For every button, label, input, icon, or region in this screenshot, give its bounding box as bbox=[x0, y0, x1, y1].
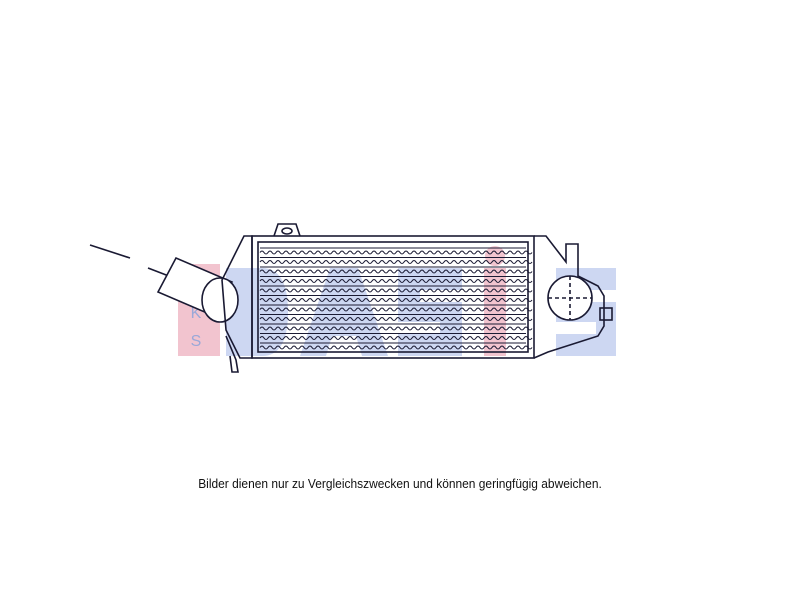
disclaimer-text: Bilder dienen nur zu Vergleichszwecken u… bbox=[198, 476, 602, 491]
logo-letter-s: S bbox=[191, 333, 202, 350]
logo-letter-k: K bbox=[191, 305, 202, 322]
intercooler-core-fins bbox=[259, 247, 533, 350]
intercooler-drawing bbox=[89, 223, 613, 373]
